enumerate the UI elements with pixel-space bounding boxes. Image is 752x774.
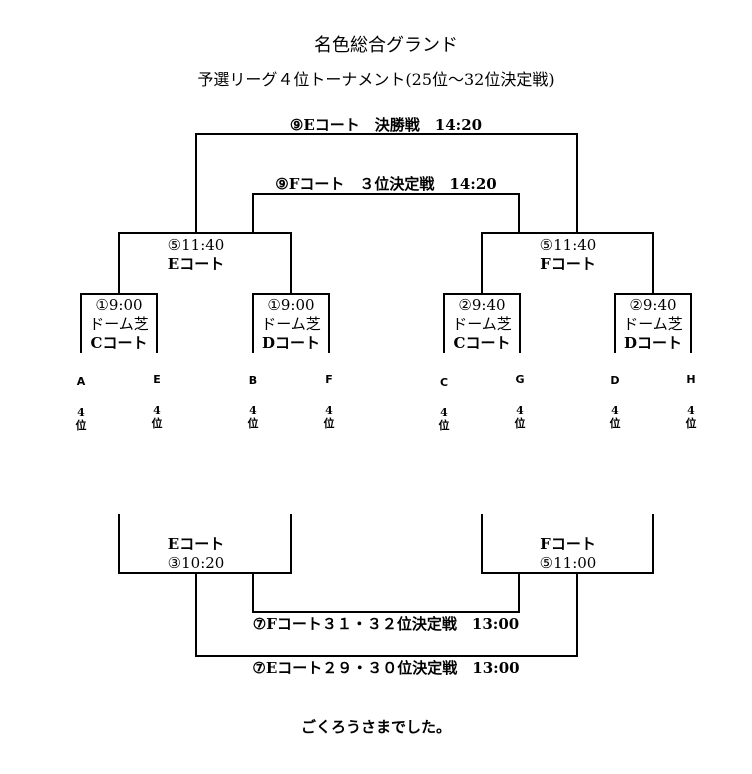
semi-right-label: ⑤11:40 Fコート bbox=[540, 236, 597, 274]
consolation-right-label: Fコート ⑤11:00 bbox=[540, 535, 597, 573]
r1-match3-label: ②9:40 ドーム芝 Cコート bbox=[452, 296, 512, 353]
place-29-30-bracket-line bbox=[195, 572, 578, 657]
team-c-rank-unit: 位 bbox=[438, 419, 450, 432]
team-c-rank-num: 4 bbox=[440, 406, 448, 419]
r1-match4-venue: ドーム芝 bbox=[623, 315, 683, 333]
r1-match3-bracket-line bbox=[443, 293, 521, 353]
r1-match3-court: Cコート bbox=[453, 334, 511, 352]
closing-message: ごくろうさまでした。 bbox=[300, 718, 452, 736]
semi-right-time: ⑤11:40 bbox=[539, 236, 597, 254]
place-29-30-label: ⑦Eコート２９・３０位決定戦 13:00 bbox=[252, 659, 520, 677]
team-a-rank-num: 4 bbox=[77, 406, 85, 419]
r1-match1-bracket-line bbox=[80, 293, 158, 353]
r1-match2-label: ①9:00 ドーム芝 Dコート bbox=[261, 296, 321, 353]
team-e-rank-unit: 位 bbox=[151, 417, 163, 430]
semi-left-court: Eコート bbox=[167, 255, 225, 273]
consolation-left-court: Eコート bbox=[167, 535, 225, 553]
semi-left-time: ⑤11:40 bbox=[167, 236, 225, 254]
consolation-right-court: Fコート bbox=[540, 535, 596, 553]
team-g-group: G bbox=[515, 373, 525, 386]
team-e-group: E bbox=[153, 373, 161, 386]
r1-match2-time: ①9:00 bbox=[267, 296, 315, 314]
team-e-rank-num: 4 bbox=[153, 404, 161, 417]
team-d-rank-unit: 位 bbox=[609, 417, 621, 430]
place-31-32-label: ⑦Fコート３１・３２位決定戦 13:00 bbox=[252, 615, 520, 633]
r1-match4-bracket-line bbox=[614, 293, 692, 353]
semi-right-bracket-line bbox=[481, 232, 654, 295]
r1-match1-label: ①9:00 ドーム芝 Cコート bbox=[89, 296, 149, 353]
team-c-group: C bbox=[439, 376, 449, 389]
r1-match2-bracket-line bbox=[252, 293, 330, 353]
consolation-left-bracket-line bbox=[118, 514, 292, 574]
place-31-32-bracket-line bbox=[252, 572, 520, 613]
r1-match1-time: ①9:00 bbox=[95, 296, 143, 314]
team-h-rank-unit: 位 bbox=[685, 417, 697, 430]
team-b-group: B bbox=[248, 374, 258, 387]
consolation-left-time: ③10:20 bbox=[167, 554, 225, 572]
final-bracket-line bbox=[195, 133, 578, 234]
third-place-bracket-line bbox=[252, 193, 520, 234]
team-g-rank-num: 4 bbox=[516, 404, 524, 417]
third-place-label: ⑨Fコート ３位決定戦 14:20 bbox=[271, 177, 501, 192]
team-b-rank-num: 4 bbox=[249, 404, 257, 417]
team-h-group: H bbox=[686, 373, 696, 386]
team-b-rank-unit: 位 bbox=[247, 417, 259, 430]
team-h-rank-num: 4 bbox=[687, 404, 695, 417]
r1-match2-venue: ドーム芝 bbox=[261, 315, 321, 333]
team-f-group: F bbox=[325, 373, 333, 386]
team-f-rank-num: 4 bbox=[325, 404, 333, 417]
consolation-right-bracket-line bbox=[481, 514, 654, 574]
team-a-rank-unit: 位 bbox=[75, 419, 87, 432]
r1-match4-label: ②9:40 ドーム芝 Dコート bbox=[623, 296, 683, 353]
final-label: ⑨Eコート 決勝戦 14:20 bbox=[285, 118, 487, 133]
team-d-rank-num: 4 bbox=[611, 404, 619, 417]
semi-left-bracket-line bbox=[118, 232, 292, 295]
page-subtitle: 予選リーグ４位トーナメント(25位～32位決定戦) bbox=[197, 70, 555, 89]
team-g-rank-unit: 位 bbox=[514, 417, 526, 430]
r1-match1-court: Cコート bbox=[90, 334, 148, 352]
r1-match4-time: ②9:40 bbox=[629, 296, 677, 314]
team-d-group: D bbox=[610, 374, 620, 387]
team-a-group: A bbox=[76, 375, 86, 388]
r1-match1-venue: ドーム芝 bbox=[89, 315, 149, 333]
r1-match4-court: Dコート bbox=[623, 334, 682, 352]
r1-match3-time: ②9:40 bbox=[458, 296, 506, 314]
r1-match3-venue: ドーム芝 bbox=[452, 315, 512, 333]
consolation-left-label: Eコート ③10:20 bbox=[168, 535, 225, 573]
team-f-rank-unit: 位 bbox=[323, 417, 335, 430]
semi-left-label: ⑤11:40 Eコート bbox=[168, 236, 225, 274]
page-title: 名色総合グランド bbox=[314, 35, 458, 56]
semi-right-court: Fコート bbox=[540, 255, 596, 273]
r1-match2-court: Dコート bbox=[261, 334, 320, 352]
consolation-right-time: ⑤11:00 bbox=[539, 554, 597, 572]
